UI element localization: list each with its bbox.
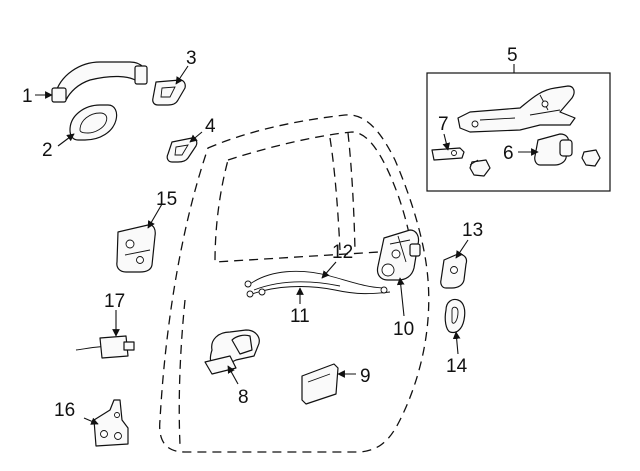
- bracket-small[interactable]: [431, 147, 465, 161]
- part-2-handle-bezel[interactable]: [69, 104, 118, 141]
- part-1-outside-handle[interactable]: [51, 61, 148, 103]
- callout-labels: 1 2 3 4 5 6 7 8 9 10 11 12 13 14 15 16 1…: [22, 45, 518, 421]
- leader-lines: [35, 64, 539, 425]
- part-6-lock-cylinder[interactable]: [534, 133, 573, 166]
- callout-4: 4: [205, 116, 216, 137]
- callout-8: 8: [238, 387, 249, 408]
- callout-3: 3: [186, 48, 197, 69]
- callout-10: 10: [393, 319, 414, 340]
- part-11-12-cables[interactable]: [244, 270, 391, 298]
- callout-9: 9: [360, 366, 371, 387]
- callout-2: 2: [42, 140, 53, 161]
- callout-17: 17: [104, 291, 125, 312]
- callout-6: 6: [503, 143, 514, 164]
- callout-16: 16: [54, 400, 75, 421]
- part-5-frame-box: [426, 72, 611, 192]
- callout-11: 11: [290, 306, 310, 327]
- callout-7: 7: [438, 114, 449, 135]
- callout-12: 12: [332, 242, 353, 263]
- part-3-handle-cap[interactable]: [152, 79, 186, 106]
- part-13-striker[interactable]: [440, 253, 468, 289]
- part-14-bumper[interactable]: [444, 298, 466, 334]
- callout-14: 14: [446, 356, 468, 377]
- part-16-hinge-plate[interactable]: [93, 399, 129, 447]
- callout-5: 5: [507, 45, 518, 66]
- callout-15: 15: [156, 189, 177, 210]
- callout-1: 1: [22, 86, 33, 107]
- part-9-bezel-plate[interactable]: [301, 363, 339, 405]
- part-15-latch-bracket[interactable]: [116, 224, 156, 273]
- part-10-lock-actuator[interactable]: [376, 229, 421, 281]
- part-7-handle-frame[interactable]: [457, 85, 576, 133]
- screw-2[interactable]: [581, 149, 601, 167]
- part-4-gasket[interactable]: [166, 137, 198, 163]
- screw-1[interactable]: [469, 159, 491, 177]
- callout-13: 13: [462, 220, 483, 241]
- part-17-rod-clip[interactable]: [75, 335, 135, 359]
- part-8-inside-handle[interactable]: [204, 329, 260, 375]
- rear-door-outline: [159, 114, 430, 453]
